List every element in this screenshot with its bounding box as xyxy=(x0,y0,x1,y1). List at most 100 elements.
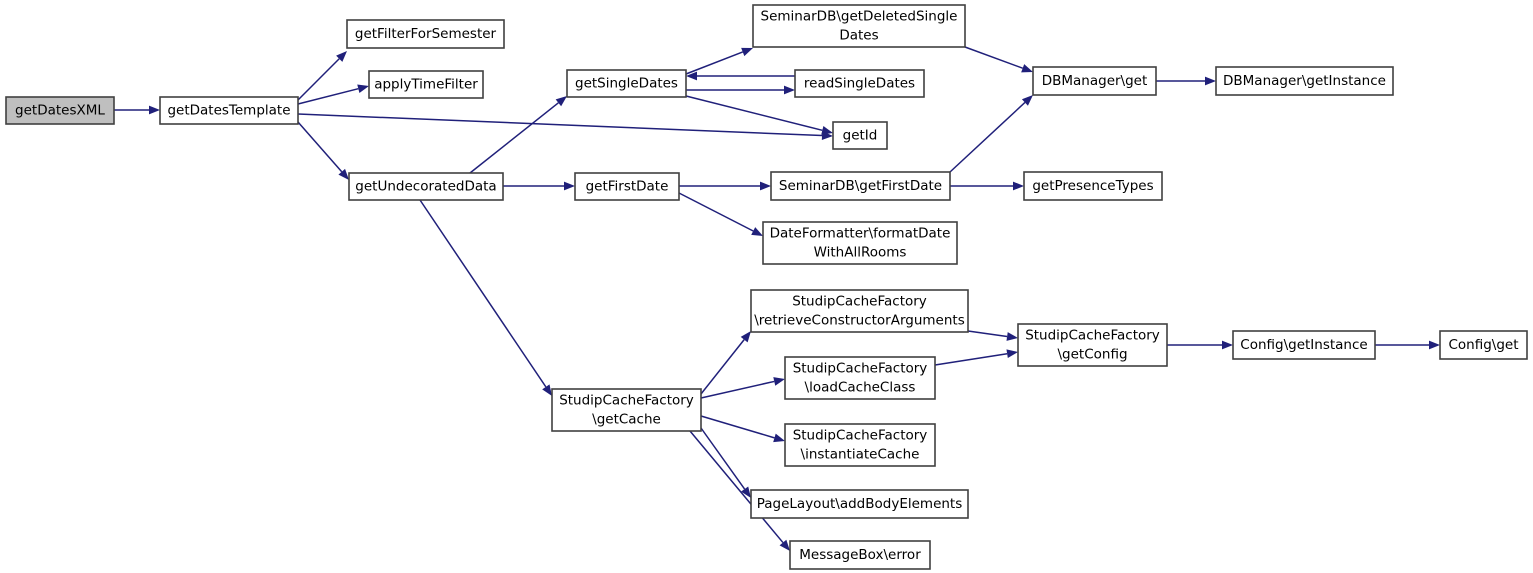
node-box[interactable] xyxy=(750,489,969,519)
node-readSingleDates[interactable]: readSingleDates xyxy=(794,69,925,98)
edge-arrowhead xyxy=(1021,95,1033,106)
node-getCache[interactable]: StudipCacheFactory\getCache xyxy=(551,388,702,432)
edge-arrowhead xyxy=(760,181,771,191)
edge-getDatesTemplate-to-getUndecoratedData xyxy=(297,121,349,180)
edge-arrowhead xyxy=(1013,181,1024,191)
node-retrieveConstructorArguments[interactable]: StudipCacheFactory\retrieveConstructorAr… xyxy=(750,289,969,333)
edge-getCache-to-instantiateCache xyxy=(700,415,785,443)
edge-arrowhead xyxy=(149,105,160,115)
node-box[interactable] xyxy=(551,388,702,432)
edge-loadCacheClass-to-getConfig xyxy=(934,349,1018,366)
node-box[interactable] xyxy=(794,69,925,98)
node-label: StudipCacheFactory xyxy=(1025,328,1160,344)
node-box[interactable] xyxy=(752,4,966,48)
edges-layer xyxy=(114,46,1440,551)
edge-arrowhead xyxy=(1006,332,1018,341)
node-box[interactable] xyxy=(1017,323,1168,367)
edge-getUndecoratedData-to-getSingleDates xyxy=(469,96,567,174)
node-getDatesTemplate[interactable]: getDatesTemplate xyxy=(159,96,299,125)
edge-line xyxy=(964,46,1023,69)
node-box[interactable] xyxy=(784,423,936,467)
node-label: Config\get xyxy=(1448,337,1518,353)
edge-getCache-to-messageBoxError xyxy=(689,430,790,551)
edge-line xyxy=(700,427,746,490)
edge-getFirstDate-to-formatDateWithAllRooms xyxy=(678,192,763,236)
node-box[interactable] xyxy=(159,96,299,125)
node-label: getFirstDate xyxy=(586,179,669,195)
node-loadCacheClass[interactable]: StudipCacheFactory\loadCacheClass xyxy=(784,356,936,400)
node-box[interactable] xyxy=(346,19,505,49)
nodes-layer: getDatesXML getDatesTemplate getFilterForS… xyxy=(5,4,1528,570)
node-box[interactable] xyxy=(574,172,680,201)
edge-line xyxy=(419,199,547,388)
edge-line xyxy=(685,51,744,75)
edge-retrieveConstructorArguments-to-getConfig xyxy=(967,330,1018,341)
node-ConfigGetInstance[interactable]: Config\getInstance xyxy=(1232,330,1376,360)
node-getUndecoratedData[interactable]: getUndecoratedData xyxy=(348,172,504,201)
node-box[interactable] xyxy=(750,289,969,333)
edge-getUndecoratedData-to-getFirstDate xyxy=(503,181,575,191)
node-box[interactable] xyxy=(770,171,951,201)
edge-getDatesXML-to-getDatesTemplate xyxy=(114,105,160,115)
node-box[interactable] xyxy=(1032,66,1157,96)
node-getConfig[interactable]: StudipCacheFactory\getConfig xyxy=(1017,323,1168,367)
node-label: Dates xyxy=(839,28,878,44)
node-label: PageLayout\addBodyElements xyxy=(757,496,963,512)
node-getSingleDates[interactable]: getSingleDates xyxy=(566,69,687,98)
node-label: getDatesXML xyxy=(15,103,105,119)
node-applyTimeFilter[interactable]: applyTimeFilter xyxy=(368,70,484,99)
edge-getSingleDates-to-getDeletedSingleDates xyxy=(685,47,753,75)
edge-getUndecoratedData-to-getCache xyxy=(419,199,552,396)
node-box[interactable] xyxy=(5,96,115,125)
node-label: getPresenceTypes xyxy=(1032,178,1153,194)
edge-arrowhead xyxy=(1429,340,1440,350)
node-addBodyElements[interactable]: PageLayout\addBodyElements xyxy=(750,489,969,519)
edge-getSingleDates-to-readSingleDates xyxy=(686,85,795,95)
node-ConfigGet[interactable]: Config\get xyxy=(1439,330,1528,360)
node-box[interactable] xyxy=(1215,66,1394,96)
edge-SeminarDBgetFirstDate-to-DBManagerGet xyxy=(949,95,1033,173)
node-box[interactable] xyxy=(368,70,484,99)
edge-line xyxy=(297,58,340,101)
node-box[interactable] xyxy=(789,540,931,570)
node-getId[interactable]: getId xyxy=(832,121,888,150)
edge-arrowhead xyxy=(773,377,785,386)
edge-getDatesTemplate-to-getId xyxy=(297,113,833,140)
edge-line xyxy=(949,101,1026,173)
edge-arrowhead xyxy=(686,71,697,81)
edge-arrowhead xyxy=(773,433,785,443)
node-messageBoxError[interactable]: MessageBox\error xyxy=(789,540,931,570)
edge-getConfig-to-ConfigGetInstance xyxy=(1167,340,1233,350)
edge-line xyxy=(469,102,559,174)
node-getFirstDate[interactable]: getFirstDate xyxy=(574,172,680,201)
node-getPresenceTypes[interactable]: getPresenceTypes xyxy=(1023,171,1163,201)
edge-arrowhead xyxy=(1222,340,1233,350)
node-box[interactable] xyxy=(832,121,888,150)
edge-SeminarDBgetFirstDate-to-getPresenceTypes xyxy=(950,181,1024,191)
edge-arrowhead xyxy=(779,539,790,551)
edge-getSingleDates-to-getId xyxy=(685,95,833,135)
node-box[interactable] xyxy=(566,69,687,98)
node-DBManagerGetInstance[interactable]: DBManager\getInstance xyxy=(1215,66,1394,96)
node-box[interactable] xyxy=(348,172,504,201)
node-label: applyTimeFilter xyxy=(374,77,478,93)
node-box[interactable] xyxy=(1232,330,1376,360)
node-DBManagerGet[interactable]: DBManager\get xyxy=(1032,66,1157,96)
edge-line xyxy=(689,430,784,544)
node-getFilterForSemester[interactable]: getFilterForSemester xyxy=(346,19,505,49)
node-box[interactable] xyxy=(762,221,958,265)
node-label: WithAllRooms xyxy=(814,245,907,261)
node-box[interactable] xyxy=(1023,171,1163,201)
edge-arrowhead xyxy=(1021,64,1033,73)
node-instantiateCache[interactable]: StudipCacheFactory\instantiateCache xyxy=(784,423,936,467)
edge-line xyxy=(685,95,823,132)
node-getDatesXML[interactable]: getDatesXML xyxy=(5,96,115,125)
node-box[interactable] xyxy=(1439,330,1528,360)
node-SeminarDBgetFirstDate[interactable]: SeminarDB\getFirstDate xyxy=(770,171,951,201)
edge-line xyxy=(934,352,1008,366)
node-box[interactable] xyxy=(784,356,936,400)
edge-line xyxy=(700,380,775,399)
